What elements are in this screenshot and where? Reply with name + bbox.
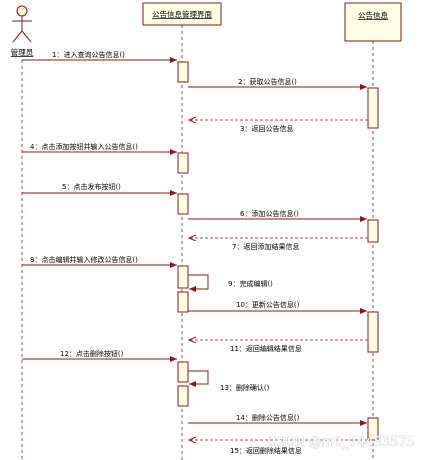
activation-bar (177, 361, 189, 383)
message-label: 12：点击删除按钮() (60, 349, 124, 358)
message-label: 1：进入查询公告信息() (52, 50, 125, 59)
message-1: 1：进入查询公告信息() (22, 50, 177, 63)
lifeline-ui-name: 公告信息管理界面 (152, 9, 212, 19)
actor-admin: 管理员 (11, 5, 34, 57)
message-5: 5：点击发布按钮() (22, 182, 177, 196)
message-15: 15：返回删除结果信息 (189, 440, 368, 455)
message-7: 7：返回添加结果信息 (189, 238, 368, 251)
lifeline-head-entity: 公告信息 (344, 2, 402, 42)
activation-bar (367, 219, 379, 243)
message-label: 15：返回删除结果信息 (230, 446, 302, 455)
activation-bar (367, 87, 379, 129)
message-9-self: 9：完成编辑() (188, 274, 273, 292)
message-label: 8：点击编辑并输入修改公告信息() (30, 255, 138, 264)
message-label: 7：返回添加结果信息 (232, 242, 299, 251)
activation-bar (177, 265, 189, 289)
message-label: 11：返回编辑结果信息 (230, 344, 302, 353)
activation-bar (177, 152, 189, 174)
message-12: 12：点击删除按钮() (22, 349, 177, 362)
actor-name: 管理员 (11, 47, 34, 57)
activation-bar (367, 417, 379, 441)
stick-figure-icon (12, 5, 32, 43)
message-label: 5：点击发布按钮() (62, 182, 121, 191)
message-4: 4：点击添加按钮并输入公告信息() (22, 142, 177, 155)
message-label: 3：返回公告信息 (240, 124, 293, 133)
message-label: 13：删除确认() (220, 383, 270, 392)
message-label: 14：删除公告信息() (236, 413, 300, 422)
message-label: 4：点击添加按钮并输入公告信息() (30, 142, 138, 151)
activation-bar (177, 61, 189, 83)
message-label: 2：获取公告信息() (238, 77, 297, 86)
message-label: 10：更新公告信息() (236, 300, 300, 309)
message-14: 14：删除公告信息() (188, 413, 367, 426)
lifeline-entity-name: 公告信息 (358, 10, 388, 20)
message-8: 8：点击编辑并输入修改公告信息() (22, 255, 177, 268)
activation-bar (177, 193, 189, 215)
watermark: CSDN @m0_74483575 (267, 435, 415, 450)
lifeline-head-ui: 公告信息管理界面 (142, 2, 222, 26)
message-6: 6：添加公告信息() (188, 209, 367, 222)
lifelines (21, 25, 374, 460)
message-10: 10：更新公告信息() (188, 300, 367, 314)
activation-bar (177, 385, 189, 407)
message-label: 6：添加公告信息() (240, 209, 299, 218)
activation-bar (367, 311, 379, 353)
message-11: 11：返回编辑结果信息 (189, 340, 368, 353)
message-2: 2：获取公告信息() (188, 77, 367, 90)
message-3: 3：返回公告信息 (189, 120, 368, 133)
activations (177, 61, 379, 441)
message-13-self: 13：删除确认() (188, 370, 270, 392)
message-label: 9：完成编辑() (228, 279, 273, 288)
activation-bar (177, 291, 189, 313)
